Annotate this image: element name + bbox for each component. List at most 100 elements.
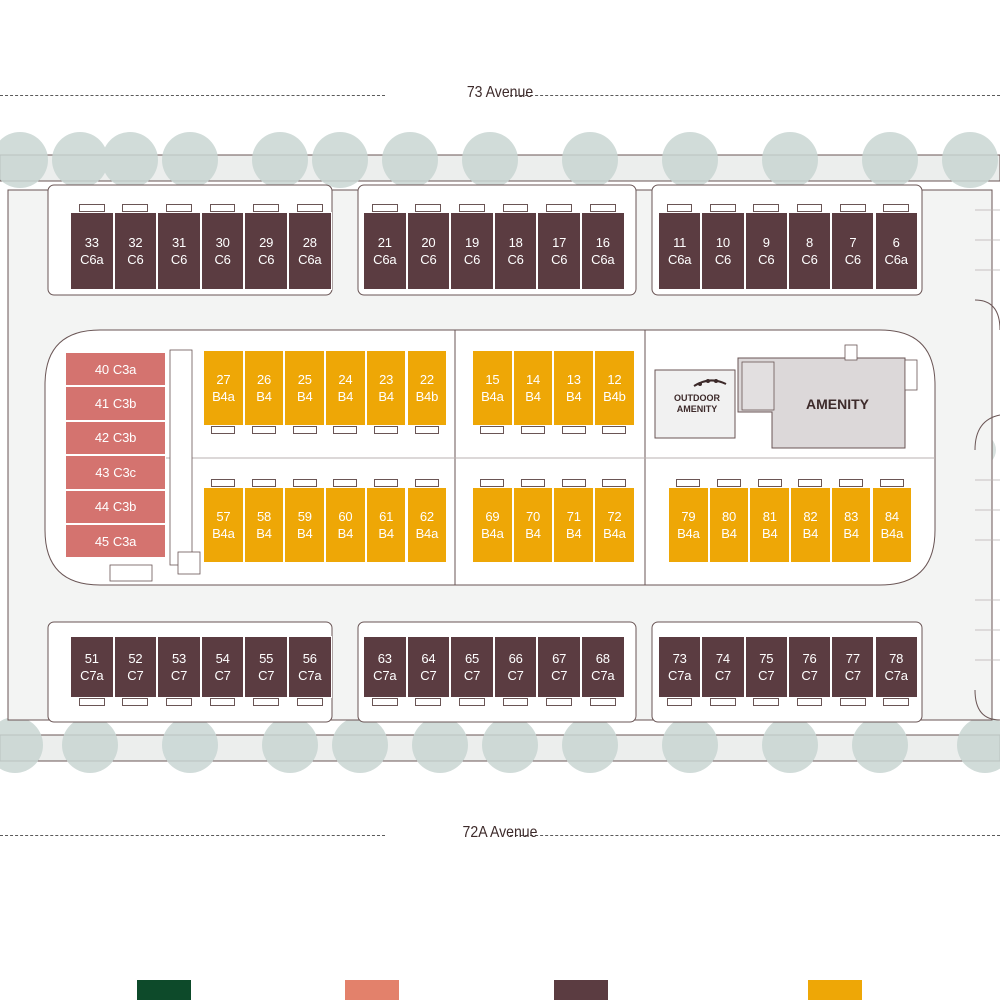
unit-number: 27 (216, 372, 231, 387)
unit-entry (333, 426, 358, 434)
unit-number: 59 (297, 509, 312, 524)
unit-number: 44 (94, 499, 109, 515)
unit-number: 73 (672, 651, 687, 666)
unit-type: C6a (884, 252, 908, 267)
unit-number: 84 (884, 509, 899, 524)
unit-type: C6a (80, 252, 104, 267)
unit-entry (459, 698, 485, 706)
unit-type: C3b (112, 430, 137, 446)
unit-entry (666, 204, 693, 212)
unit-type: B4 (802, 526, 819, 541)
unit-number: 8 (806, 235, 814, 250)
unit-entry (252, 426, 277, 434)
unit-number: 56 (302, 651, 317, 666)
outdoor-amenity-line1: OUTDOOR (674, 393, 720, 403)
unit-entry (840, 698, 866, 706)
unit-number: 14 (526, 372, 541, 387)
unit-number: 75 (759, 651, 774, 666)
unit-entry (252, 479, 277, 487)
unit-number: 65 (464, 651, 480, 666)
unit-entry (211, 479, 236, 487)
unit-entry (602, 479, 627, 487)
unit-type: B4 (256, 526, 272, 541)
amenity-label: AMENITY (806, 396, 869, 412)
unit-entry (883, 698, 909, 706)
unit-entry (253, 204, 280, 212)
unit-entry (371, 204, 398, 212)
unit-number: 43 (95, 464, 110, 480)
unit-number: 82 (803, 509, 818, 524)
unit-type: C7 (844, 668, 861, 683)
unit-type: C6 (258, 252, 275, 267)
